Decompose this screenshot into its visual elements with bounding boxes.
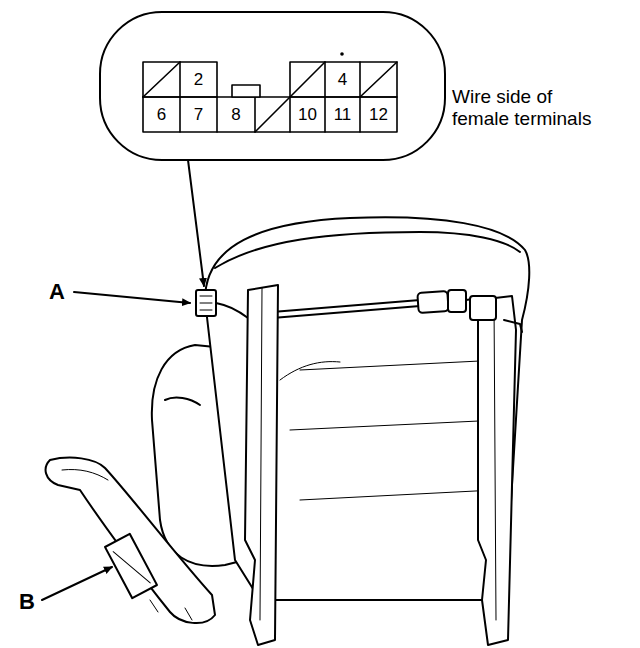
pin-number: 2 bbox=[180, 62, 217, 97]
view-note: Wire side of female terminals bbox=[452, 84, 607, 132]
pin-number: 6 bbox=[143, 97, 180, 132]
pin-number: 11 bbox=[325, 97, 360, 132]
pin-number: 12 bbox=[360, 97, 397, 132]
callout-letter: B bbox=[14, 588, 40, 616]
pin-number: 8 bbox=[217, 97, 255, 132]
callout-letter: A bbox=[44, 278, 70, 306]
pin-number: 10 bbox=[290, 97, 325, 132]
pin-number: 4 bbox=[325, 62, 360, 97]
pin-number: 7 bbox=[180, 97, 217, 132]
